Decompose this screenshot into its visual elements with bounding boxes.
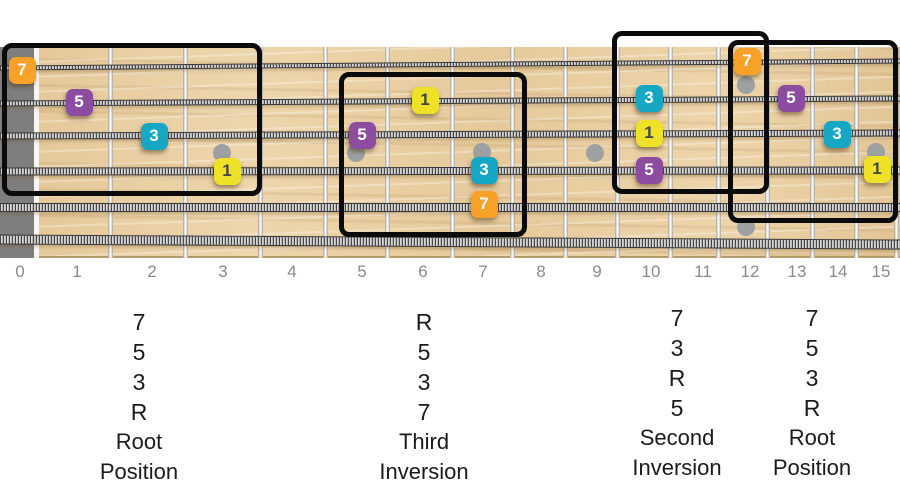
interval-label: R [130,399,148,425]
fret-number: 14 [828,262,848,281]
fret-number: 15 [871,262,891,281]
interval-label: 7 [132,309,146,335]
interval-label: R [668,365,686,391]
fret-wire [182,47,188,258]
note-marker-1: 1 [863,155,891,183]
interval-label: 3 [670,335,684,361]
position-name-line: Root [115,429,163,454]
interval-label: R [803,395,821,421]
note-marker-1: 1 [411,86,439,114]
position-name-line: Inversion [379,459,469,484]
fret-number: 7 [478,262,488,281]
nut [34,47,39,258]
fret-wire [322,47,328,258]
fret-wire [667,47,673,258]
note-marker-7: 7 [470,190,498,218]
position-name-line: Inversion [632,455,722,480]
chord-box [339,72,527,237]
fret-number: 13 [787,262,807,281]
fret-number: 12 [740,262,760,281]
interval-label: 3 [132,369,146,395]
note-marker-7: 7 [733,47,761,75]
note-marker-3: 3 [635,84,663,112]
fret-number: 9 [592,262,602,281]
note-marker-3: 3 [140,122,168,150]
fret-number: 6 [418,262,428,281]
fret-number: 8 [536,262,546,281]
position-name-line: Position [99,459,179,484]
interval-label: 5 [670,395,684,421]
interval-label: R [415,309,433,335]
note-marker-5: 5 [65,88,93,116]
position-name-line: Third [398,429,450,454]
chord-box [612,31,769,194]
fret-wire [715,47,721,258]
note-marker-3: 3 [823,120,851,148]
fret-number: 3 [218,262,228,281]
note-marker-1: 1 [213,157,241,185]
position-name-line: Position [772,455,852,480]
chord-box [728,40,898,223]
fret-wire [614,47,620,258]
note-marker-5: 5 [635,156,663,184]
interval-label: 7 [805,305,819,331]
fret-inlay-dot [347,144,365,162]
interval-label: 7 [417,399,431,425]
fret-wire [107,47,113,258]
interval-label: 3 [417,369,431,395]
fret-wire [809,47,815,258]
fret-wire [853,47,859,258]
fret-number: 10 [641,262,661,281]
fret-number: 0 [15,262,25,281]
position-name-line: Root [788,425,836,450]
fret-wire [562,47,568,258]
note-marker-7: 7 [8,56,36,84]
interval-label: 5 [417,339,431,365]
guitar-string-5 [0,202,900,212]
note-marker-5: 5 [348,121,376,149]
note-marker-1: 1 [635,119,663,147]
fret-number: 11 [694,262,712,281]
fret-number: 4 [287,262,297,281]
interval-label: 5 [132,339,146,365]
interval-label: 7 [670,305,684,331]
fret-number: 5 [357,262,367,281]
fret-number: 2 [147,262,157,281]
note-marker-3: 3 [470,156,498,184]
chord-box [2,43,262,196]
fret-wire [384,47,390,258]
fret-inlay-dot [586,144,604,162]
fret-number: 1 [72,262,82,281]
fret-wire [509,47,515,258]
fret-inlay-dot [737,76,755,94]
note-marker-5: 5 [777,84,805,112]
fret-wire [449,47,455,258]
interval-label: 3 [805,365,819,391]
position-name-line: Second [639,425,715,450]
interval-label: 5 [805,335,819,361]
